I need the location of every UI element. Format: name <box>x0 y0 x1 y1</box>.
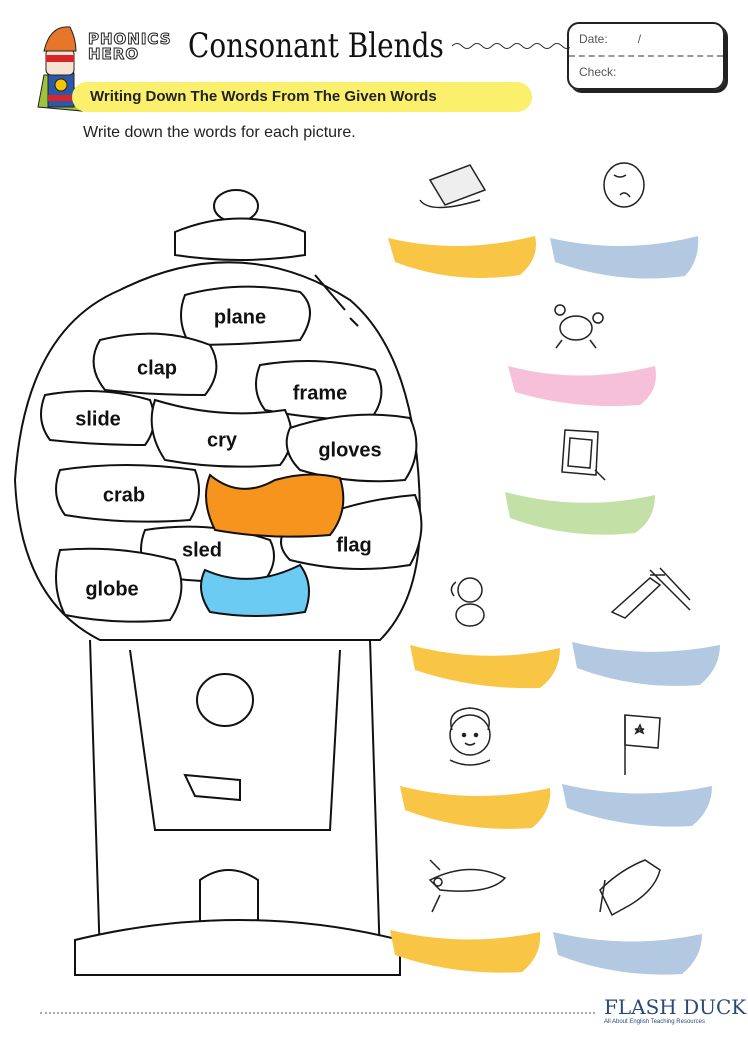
logo-tagline: All About English Teaching Resources <box>604 1019 705 1025</box>
footer-divider <box>40 1012 595 1014</box>
word-bean: gloves <box>318 439 382 462</box>
cry-icon <box>450 577 485 627</box>
picture-icons <box>419 162 691 917</box>
date-label: Date: <box>579 32 608 46</box>
plane-icon <box>428 859 507 913</box>
logo-text: FLASH DUCK <box>604 995 747 1019</box>
page-title: Consonant Blends <box>188 26 444 66</box>
gloves-icon <box>599 859 661 917</box>
flag-icon <box>624 714 661 775</box>
word-bean: globe <box>85 578 139 601</box>
word-bean: frame <box>292 382 348 405</box>
word-bean: slide <box>75 408 121 431</box>
wavy-line <box>452 43 570 49</box>
blue-jelly-bean <box>200 563 310 617</box>
word-bean: plane <box>213 306 267 329</box>
check-label: Check: <box>569 55 723 88</box>
word-bean: cry <box>206 429 238 452</box>
slide-icon <box>610 567 691 619</box>
word-bean: crab <box>102 484 146 507</box>
word-bean: flag <box>336 534 372 557</box>
clap-icon <box>449 707 491 766</box>
globe-icon <box>603 162 645 208</box>
crab-icon <box>554 304 604 349</box>
phonics-hero-mascot <box>37 26 83 112</box>
date-separator: / <box>637 32 642 46</box>
sled-icon <box>419 164 487 209</box>
date-check-box: Date: / Check: <box>567 22 725 90</box>
subtitle-banner: Writing Down The Words From The Given Wo… <box>72 82 532 112</box>
orange-jelly-bean <box>205 473 345 538</box>
word-bean: sled <box>181 539 223 562</box>
instruction: Write down the words for each picture. <box>83 124 356 141</box>
frame-icon <box>561 429 606 481</box>
answer-strokes <box>388 236 720 975</box>
word-bean: clap <box>136 357 178 380</box>
